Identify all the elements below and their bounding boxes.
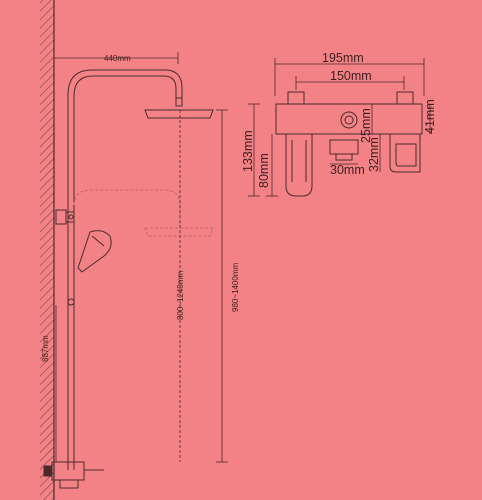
hand-shower [55,209,112,306]
dim-center-offset-label: 25mm [359,108,373,143]
wall [40,0,55,500]
dim-outlet-height-label: 41mm [423,99,437,134]
dim-valve-spacing-label: 150mm [330,69,372,83]
mixer-valve-side [43,461,104,489]
dim-total: 980~1400mm [216,109,240,463]
dim-outlet-depth-label: 32mm [367,137,381,172]
dim-rise-label: 800~1240mm [176,271,185,320]
dim-wall-bar-label: 887mm [41,335,50,362]
dim-valve-height-label: 133mm [241,130,255,172]
dim-arm: 440mm [54,52,179,64]
riser-pipe [67,69,183,470]
dim-outlet-width-label: 30mm [330,163,365,177]
dim-valve-width-label: 195mm [322,51,364,65]
dim-wall-bar: 887mm [41,305,57,462]
rain-shower-head-upper [144,97,214,119]
dim-spout-height-label: 80mm [257,153,271,188]
dim-rise: 800~1240mm [176,110,185,462]
dim-total-label: 980~1400mm [231,263,240,312]
dim-arm-label: 440mm [104,54,131,63]
valve-detail [248,58,431,197]
rain-shower-head-lower-position [73,189,214,237]
